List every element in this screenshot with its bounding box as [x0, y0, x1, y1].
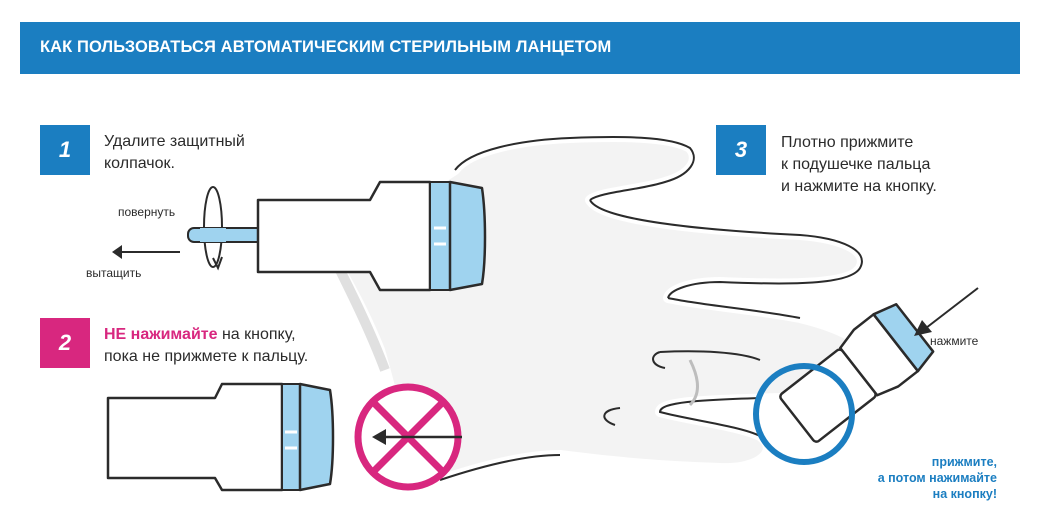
pull-label: вытащить [86, 266, 142, 280]
step-1-text: Удалите защитный колпачок. [104, 131, 245, 175]
note-line-2: а потом нажимайте [877, 471, 997, 485]
step-2-line-1-rest: на кнопку, [217, 326, 296, 343]
lancet-step3 [779, 303, 935, 443]
rotate-arrow-icon [200, 186, 226, 271]
pull-arrow-icon [112, 245, 180, 259]
step-2-line-2: пока не прижмете к пальцу. [104, 348, 309, 365]
step-1-badge: 1 [40, 125, 90, 175]
step-3-line-2: к подушечке пальца [781, 156, 931, 173]
step-3-number: 3 [734, 137, 748, 162]
note-line-3: на кнопку! [932, 487, 997, 501]
note-line-1: прижмите, [931, 455, 997, 469]
step-2-line-1: НЕ нажимайте на кнопку, [104, 324, 308, 346]
step-3-line-3: и нажмите на кнопку. [781, 178, 937, 195]
contact-highlight-circle [753, 363, 855, 465]
step-1-line-1: Удалите защитный [104, 133, 245, 150]
prohibited-icon [354, 383, 462, 491]
step-1-line-2: колпачок. [104, 155, 175, 172]
step-2-emphasis: НЕ нажимайте [104, 326, 218, 343]
step-3-badge: 3 [716, 125, 766, 175]
step-2-number: 2 [58, 330, 72, 355]
step-1-number: 1 [58, 137, 72, 162]
lancet-step2 [106, 382, 335, 492]
step-3-line-1: Плотно прижмите [781, 134, 914, 151]
press-arrow-icon [914, 287, 979, 336]
step-3-text: Плотно прижмите к подушечке пальца и наж… [781, 132, 937, 198]
step-2-text: НЕ нажимайте на кнопку, пока не прижмете… [104, 324, 308, 368]
step-2-badge: 2 [40, 318, 90, 368]
warning-note: прижмите, а потом нажимайте на кнопку! [878, 454, 997, 502]
page-title: КАК ПОЛЬЗОВАТЬСЯ АВТОМАТИЧЕСКИМ СТЕРИЛЬН… [40, 38, 612, 56]
rotate-label: повернуть [118, 205, 176, 219]
header-banner: КАК ПОЛЬЗОВАТЬСЯ АВТОМАТИЧЕСКИМ СТЕРИЛЬН… [20, 22, 1020, 74]
press-label: нажмите [930, 334, 979, 348]
